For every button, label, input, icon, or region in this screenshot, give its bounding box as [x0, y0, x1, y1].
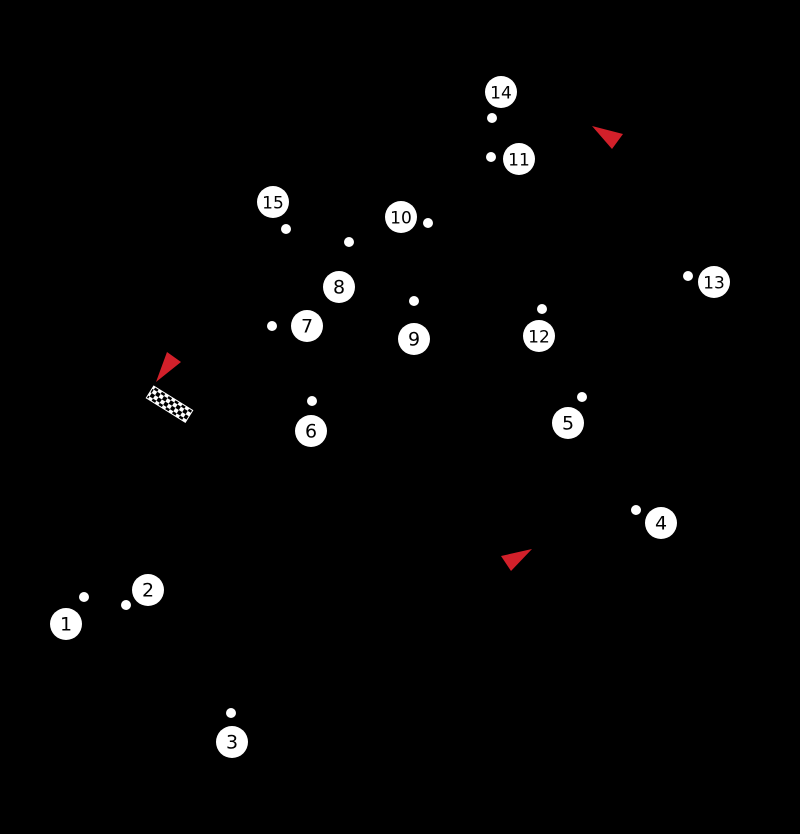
corner-number: 2 [142, 580, 154, 602]
corner-number: 1 [60, 614, 72, 636]
corner-label-badge [323, 271, 355, 303]
corner-5: 5 [552, 392, 587, 439]
corner-label-badge [485, 76, 517, 108]
corner-label-badge [50, 608, 82, 640]
corner-label-badge [132, 574, 164, 606]
corner-number: 7 [301, 316, 313, 338]
corner-1: 1 [50, 592, 89, 640]
corner-number: 11 [508, 151, 530, 171]
corner-8: 8 [323, 237, 355, 303]
direction-arrow-icon [156, 352, 181, 382]
corner-number: 14 [490, 84, 512, 104]
corner-label-badge [398, 323, 430, 355]
corner-label-badge [698, 266, 730, 298]
corner-number: 6 [305, 421, 317, 443]
corner-11: 11 [486, 143, 535, 175]
direction-arrow-icon [501, 549, 532, 571]
start-finish-line [145, 385, 194, 424]
corner-label-badge [552, 407, 584, 439]
corner-14: 14 [485, 76, 517, 123]
direction-arrow-icon [592, 126, 623, 149]
corner-3: 3 [216, 708, 248, 758]
corner-label-badge [503, 143, 535, 175]
corner-apex-dot [683, 271, 693, 281]
corner-number: 12 [528, 328, 550, 348]
corner-2: 2 [121, 574, 164, 610]
corner-apex-dot [537, 304, 547, 314]
corner-15: 15 [257, 186, 291, 234]
corner-4: 4 [631, 505, 677, 539]
corner-apex-dot [344, 237, 354, 247]
corner-label-badge [216, 726, 248, 758]
corner-13: 13 [683, 266, 730, 298]
corner-number: 10 [390, 209, 412, 229]
corner-6: 6 [295, 396, 327, 447]
corner-apex-dot [631, 505, 641, 515]
direction-arrows [156, 126, 623, 571]
corner-12: 12 [523, 304, 555, 352]
corner-apex-dot [423, 218, 433, 228]
corner-number: 3 [226, 732, 238, 754]
corner-apex-dot [577, 392, 587, 402]
corner-number: 13 [703, 274, 725, 294]
corner-apex-dot [486, 152, 496, 162]
corner-apex-dot [226, 708, 236, 718]
corner-apex-dot [79, 592, 89, 602]
corner-number: 5 [562, 413, 574, 435]
corner-label-badge [257, 186, 289, 218]
corner-apex-dot [409, 296, 419, 306]
corner-number: 15 [262, 194, 284, 214]
corner-9: 9 [398, 296, 430, 355]
corner-apex-dot [307, 396, 317, 406]
corner-apex-dot [281, 224, 291, 234]
corner-7: 7 [267, 310, 323, 342]
corner-label-badge [523, 320, 555, 352]
corner-label-badge [645, 507, 677, 539]
corner-apex-dot [267, 321, 277, 331]
corner-10: 10 [385, 201, 433, 233]
corner-label-badge [291, 310, 323, 342]
checkered-flag-icon [145, 385, 194, 424]
corner-label-badge [385, 201, 417, 233]
corner-apex-dot [487, 113, 497, 123]
corner-number: 4 [655, 513, 667, 535]
corner-label-badge [295, 415, 327, 447]
corner-apex-dot [121, 600, 131, 610]
corner-number: 9 [408, 329, 420, 351]
corner-number: 8 [333, 277, 345, 299]
